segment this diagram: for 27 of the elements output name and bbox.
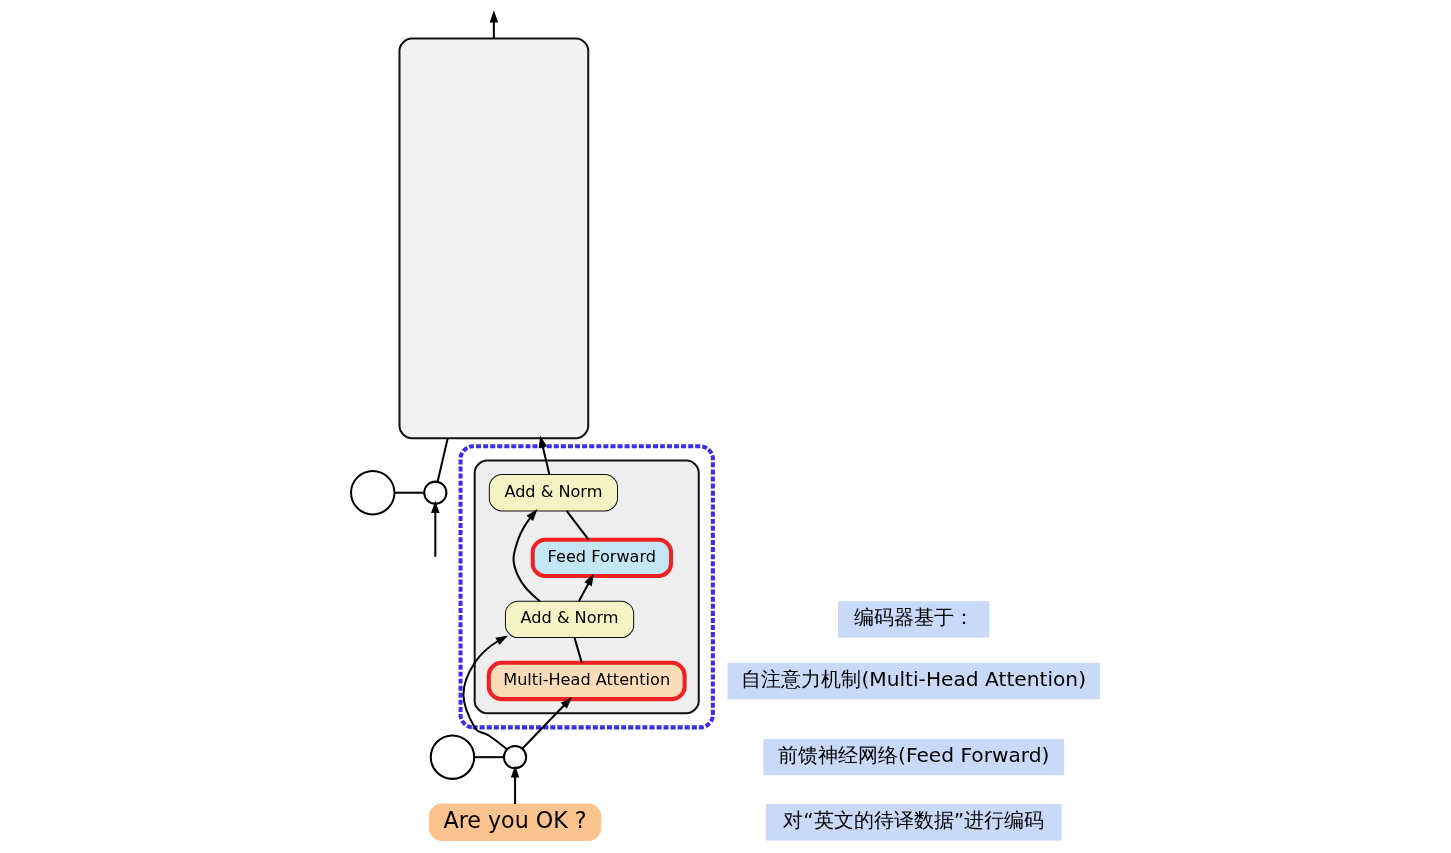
arrow — [462, 635, 509, 751]
label: 自注意力机制(Multi-Head Attention) — [741, 667, 1087, 692]
connector — [394, 491, 424, 494]
node-box: Add & Norm — [504, 600, 635, 639]
node-circle — [429, 734, 476, 780]
node-box — [398, 37, 590, 440]
arrow — [431, 500, 440, 557]
arrow — [578, 573, 594, 602]
node-box: Are you OK ? — [428, 803, 602, 841]
node-box: Feed Forward — [530, 537, 673, 578]
node-circle — [423, 480, 448, 505]
node-circle — [350, 470, 396, 516]
arrow — [521, 697, 573, 750]
node-box: Multi-Head Attention — [486, 660, 687, 702]
arrow — [489, 10, 499, 39]
connector — [474, 756, 504, 759]
connector — [565, 510, 590, 541]
arrow — [510, 765, 520, 804]
label: 前馈神经网络(Feed Forward) — [778, 743, 1050, 768]
arrow — [538, 435, 551, 475]
connector — [573, 637, 583, 663]
connector — [436, 438, 449, 483]
node-circle — [502, 745, 528, 770]
label: 对“英文的待译数据”进行编码 — [783, 808, 1045, 833]
cluster — [473, 459, 700, 715]
label: 编码器基于： — [853, 605, 974, 630]
node-box: Add & Norm — [488, 474, 618, 512]
